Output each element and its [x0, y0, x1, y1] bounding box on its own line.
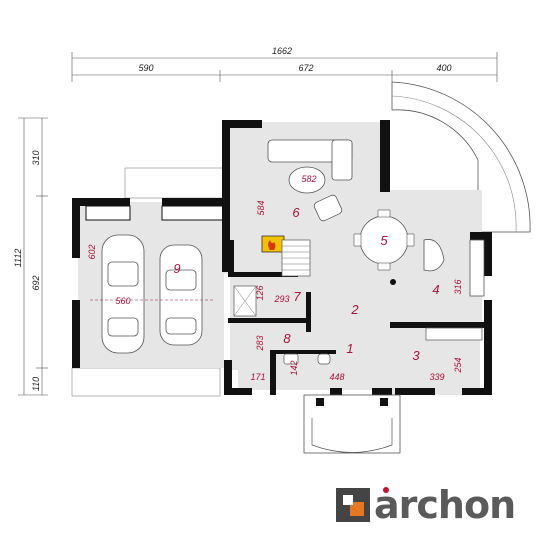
dim-total-height: 1112 — [13, 249, 23, 268]
porch-column-left — [316, 398, 324, 406]
room-number-7: 7 — [293, 289, 301, 304]
dim-total-width: 1662 — [272, 46, 292, 56]
logo-text: archon — [374, 483, 515, 527]
dim-pantry-height: 254 — [453, 357, 463, 373]
top-left-patio — [124, 167, 226, 199]
car-left — [101, 234, 145, 354]
dim-seg-bottom: 110 — [31, 377, 41, 391]
walls — [72, 120, 492, 395]
logo-mark-orange — [350, 502, 364, 516]
terrace — [391, 81, 531, 233]
sink — [283, 353, 299, 365]
kitchen-unit-right — [469, 239, 485, 297]
logo-mark-white — [343, 495, 353, 505]
dim-wc-width: 171 — [250, 372, 265, 382]
dim-segment-middle: 672 — [298, 63, 313, 73]
kitchen-counter — [423, 239, 445, 272]
room-number-3: 3 — [412, 348, 420, 363]
car-right — [159, 244, 203, 346]
dim-segment-right: 400 — [436, 63, 451, 73]
room-number-4: 4 — [432, 282, 439, 297]
room-number-8: 8 — [283, 331, 291, 346]
sofa-side — [331, 139, 353, 181]
logo-accent-dot — [383, 487, 389, 493]
dim-hall-height: 126 — [255, 285, 265, 300]
terrace-inner-arc — [391, 95, 517, 233]
dim-bath-height: 283 — [255, 335, 265, 351]
kitchen-unit-bottom — [425, 327, 483, 341]
column — [390, 279, 396, 285]
dim-hall-width: 293 — [273, 294, 289, 304]
dim-garage-width: 560 — [115, 296, 130, 306]
garage-driveway — [71, 367, 221, 397]
dim-living-height: 584 — [256, 200, 266, 215]
dim-seg-mid: 692 — [31, 275, 41, 290]
dim-garage-height: 602 — [87, 244, 97, 259]
archon-logo: archon — [336, 483, 516, 527]
dim-segment-left: 590 — [138, 63, 153, 73]
toilet — [317, 353, 331, 365]
armchair — [313, 194, 343, 222]
left-dimensions — [18, 117, 48, 396]
dim-seg-top: 310 — [31, 150, 41, 165]
room-number-5: 5 — [380, 233, 388, 248]
dim-wc2-width: 142 — [289, 360, 299, 375]
porch-steps — [311, 418, 393, 453]
coffee-table — [288, 166, 326, 194]
dim-vestibule-width: 448 — [329, 372, 344, 382]
top-dimensions — [71, 52, 498, 82]
room-number-1: 1 — [346, 341, 353, 356]
dim-pantry-width: 339 — [429, 372, 444, 382]
room-number-6: 6 — [292, 205, 300, 220]
fire-icon — [268, 240, 276, 250]
dim-kitchen-height: 316 — [453, 279, 463, 294]
stair-treads — [282, 245, 310, 271]
dining-chairs — [353, 209, 415, 271]
room-number-9: 9 — [173, 261, 180, 276]
porch-column-right — [380, 398, 388, 406]
dim-living-width: 582 — [301, 174, 316, 184]
room-number-2: 2 — [350, 302, 359, 317]
boiler-cross-2 — [233, 285, 257, 317]
